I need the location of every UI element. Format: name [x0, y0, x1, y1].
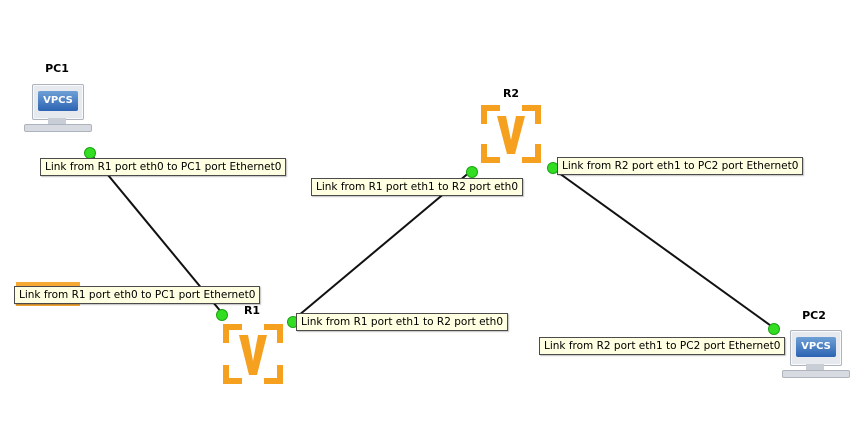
link-r2-pc2[interactable]	[551, 167, 775, 329]
link-tooltip-r1-r2: Link from R1 port eth1 to R2 port eth0	[311, 178, 524, 196]
pc2-node[interactable]: VPCS	[782, 330, 850, 378]
vyos-router-icon	[223, 324, 283, 384]
link-r1-r2[interactable]	[291, 170, 472, 322]
monitor-neck	[48, 118, 66, 124]
port-status-dot	[768, 323, 780, 335]
port-status-dot	[466, 166, 478, 178]
monitor-neck	[806, 364, 824, 370]
r1-label: R1	[243, 304, 261, 317]
link-tooltip-r2-pc2: Link from R2 port eth1 to PC2 port Ether…	[557, 157, 804, 175]
vpcs-icon: VPCS	[790, 330, 842, 366]
vyos-router-icon	[481, 105, 541, 163]
r2-label: R2	[502, 87, 520, 100]
pc1-label: PC1	[45, 62, 69, 75]
monitor-base	[24, 124, 92, 132]
r2-node[interactable]	[480, 104, 542, 164]
vpcs-icon: VPCS	[32, 84, 84, 120]
pc2-label: PC2	[802, 309, 826, 322]
r1-node[interactable]	[222, 323, 284, 385]
link-tooltip-r1-pc1: Link from R1 port eth0 to PC1 port Ether…	[14, 286, 261, 304]
monitor-base	[782, 370, 850, 378]
pc1-node[interactable]: VPCS	[24, 84, 92, 132]
link-tooltip-r1-r2: Link from R1 port eth1 to R2 port eth0	[296, 313, 509, 331]
vpcs-panel-text: VPCS	[38, 91, 78, 111]
link-tooltip-r2-pc2: Link from R2 port eth1 to PC2 port Ether…	[539, 337, 786, 355]
vpcs-panel-text: VPCS	[796, 337, 836, 357]
link-tooltip-r1-pc1: Link from R1 port eth0 to PC1 port Ether…	[40, 158, 287, 176]
port-status-dot	[216, 309, 228, 321]
